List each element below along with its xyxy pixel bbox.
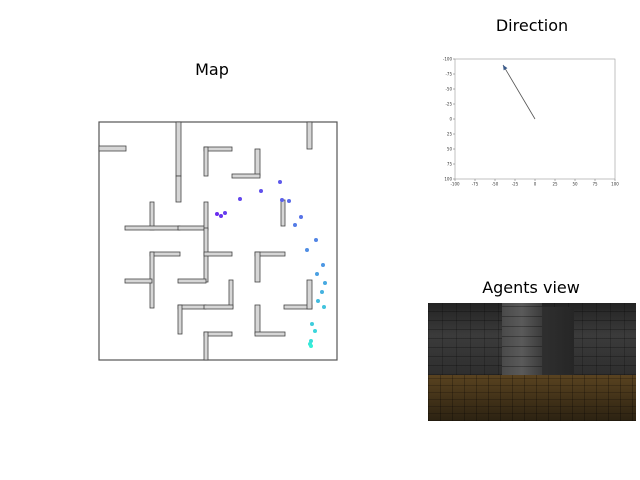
trajectory-point bbox=[315, 272, 319, 276]
maze-wall bbox=[124, 278, 153, 284]
trajectory-point bbox=[219, 214, 223, 218]
maze-wall bbox=[306, 279, 313, 310]
trajectory-point bbox=[259, 189, 263, 193]
trajectory-point bbox=[299, 215, 303, 219]
x-tick-label: 0 bbox=[534, 182, 537, 187]
x-tick-label: 50 bbox=[572, 182, 578, 187]
y-tick-label: 50 bbox=[447, 146, 453, 151]
trajectory-point bbox=[321, 263, 325, 267]
y-tick-label: -25 bbox=[445, 101, 452, 106]
direction-title: Direction bbox=[495, 16, 569, 35]
trajectory-point bbox=[238, 197, 242, 201]
maze-wall bbox=[306, 121, 313, 150]
trajectory-point bbox=[323, 281, 327, 285]
maze-wall bbox=[177, 278, 207, 284]
maze-wall bbox=[231, 173, 261, 179]
view-pillar bbox=[502, 303, 542, 377]
trajectory-point bbox=[280, 198, 284, 202]
y-tick-label: -100 bbox=[443, 56, 453, 61]
y-tick-label: 100 bbox=[444, 176, 452, 181]
y-tick-label: 25 bbox=[447, 131, 453, 136]
maze-wall bbox=[203, 146, 209, 177]
direction-arrow bbox=[502, 64, 536, 120]
trajectory-point bbox=[215, 212, 219, 216]
x-tick-label: 25 bbox=[552, 182, 558, 187]
trajectory-point bbox=[293, 223, 297, 227]
maze-wall bbox=[203, 331, 209, 361]
maze-wall bbox=[177, 304, 183, 335]
x-tick-label: 75 bbox=[592, 182, 598, 187]
view-pillar-side bbox=[542, 307, 574, 375]
trajectory-point bbox=[320, 290, 324, 294]
map-border bbox=[98, 121, 338, 361]
view-floor bbox=[428, 375, 636, 421]
map-title: Map bbox=[195, 60, 229, 79]
maze-wall bbox=[203, 304, 234, 310]
maze-walls bbox=[98, 121, 313, 361]
maze-wall bbox=[98, 145, 127, 152]
maze-wall bbox=[254, 331, 286, 337]
y-tick-label: 0 bbox=[449, 116, 452, 121]
x-tick-label: -75 bbox=[472, 182, 479, 187]
arrow-icon bbox=[503, 65, 508, 71]
y-tick-label: -75 bbox=[445, 71, 452, 76]
maze-wall bbox=[175, 175, 182, 203]
x-tick-label: -25 bbox=[512, 182, 519, 187]
trajectory-point bbox=[309, 344, 313, 348]
trajectory-point bbox=[278, 180, 282, 184]
trajectory-point bbox=[310, 322, 314, 326]
trajectory-point bbox=[313, 329, 317, 333]
trajectory-point bbox=[287, 199, 291, 203]
maze-wall bbox=[203, 251, 233, 257]
trajectory-point bbox=[322, 305, 326, 309]
agent-trajectory bbox=[215, 180, 327, 348]
x-tick-label: -100 bbox=[450, 182, 460, 187]
x-tick-label: -50 bbox=[492, 182, 499, 187]
trajectory-point bbox=[223, 211, 227, 215]
y-tick-label: 75 bbox=[447, 161, 453, 166]
trajectory-point bbox=[316, 299, 320, 303]
agents-view-image bbox=[428, 303, 636, 421]
x-tick-label: 100 bbox=[611, 182, 619, 187]
y-tick-label: -50 bbox=[445, 86, 452, 91]
trajectory-point bbox=[305, 248, 309, 252]
maze-wall bbox=[254, 251, 261, 283]
agents-view-title: Agents view bbox=[482, 278, 580, 297]
trajectory-point bbox=[314, 238, 318, 242]
